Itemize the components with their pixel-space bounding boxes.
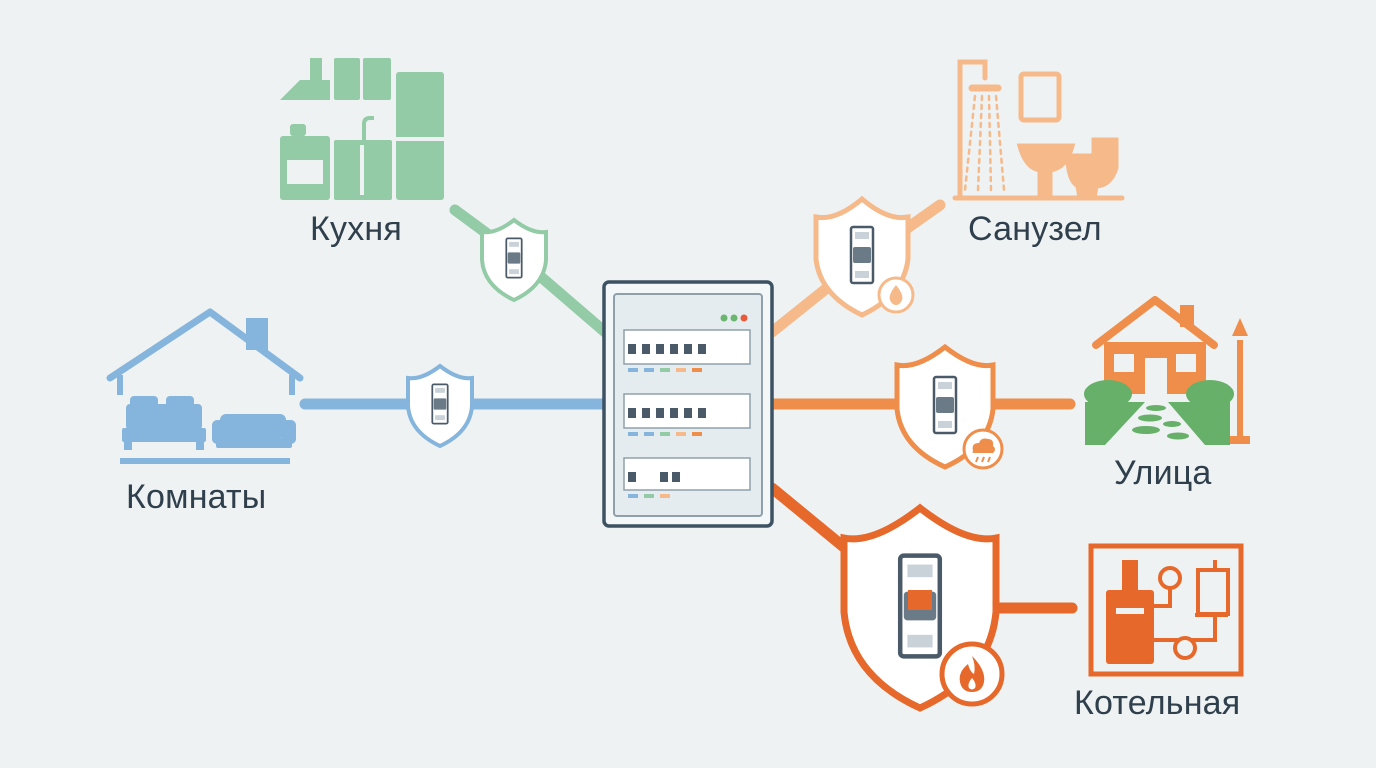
kitchen-protection	[480, 217, 548, 303]
bath-protection	[813, 195, 915, 318]
boiler-protection	[840, 503, 1005, 712]
flame-icon	[939, 641, 1005, 707]
rain-cloud-icon	[962, 428, 1004, 470]
kitchen-icon	[280, 58, 444, 200]
distribution-panel-icon	[602, 280, 774, 528]
shield-breaker-icon	[480, 217, 548, 303]
outdoor-house-icon	[1084, 296, 1250, 445]
zone-label-rooms: Комнаты	[126, 478, 267, 516]
zone-label-street: Улица	[1114, 454, 1212, 492]
water-drop-icon	[877, 276, 915, 314]
house-bedroom-icon	[106, 308, 304, 464]
zone-label-kitchen: Кухня	[310, 210, 402, 248]
zone-label-boiler: Котельная	[1074, 684, 1241, 722]
panel-breaker-row	[623, 329, 751, 372]
bathroom-icon	[952, 59, 1125, 201]
shield-breaker-icon	[406, 363, 474, 449]
panel-breaker-row	[623, 393, 751, 436]
boiler-room-icon	[1088, 543, 1244, 677]
street-protection	[894, 343, 1004, 470]
rooms-protection	[406, 363, 474, 449]
panel-breaker-row	[623, 457, 751, 498]
zone-label-bath: Санузел	[968, 210, 1102, 248]
